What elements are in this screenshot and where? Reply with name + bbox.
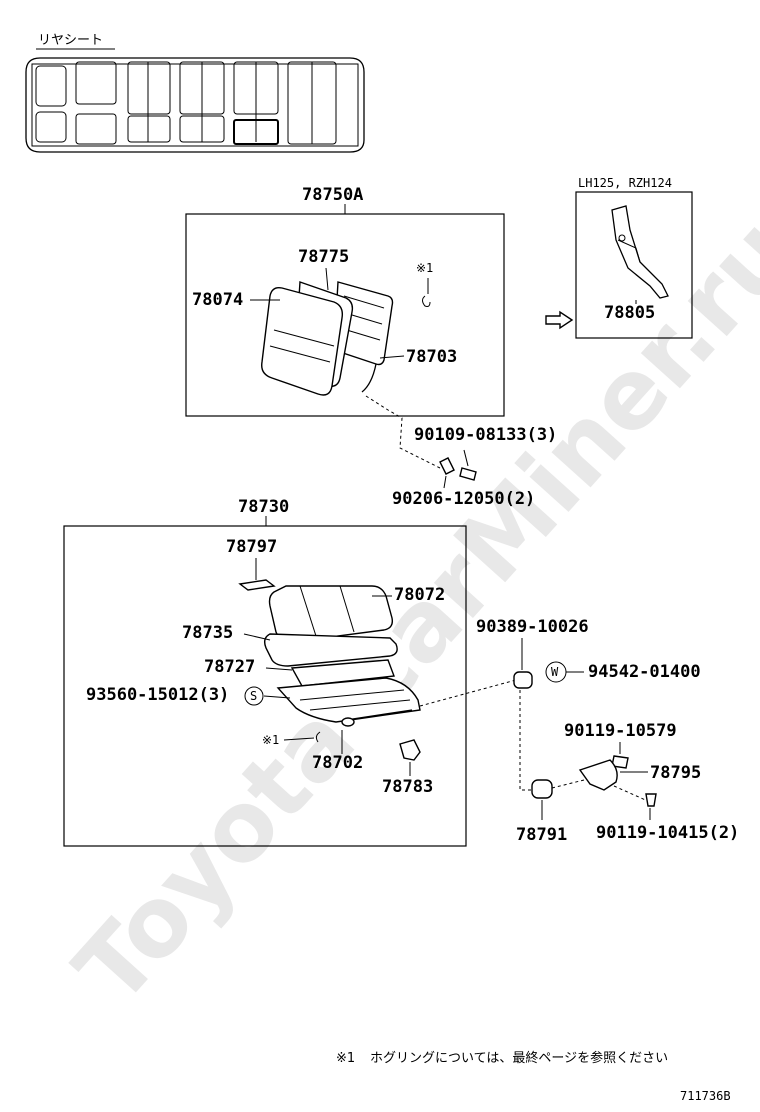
label-78795: 78795 xyxy=(650,763,701,783)
bolt-icon xyxy=(459,467,477,481)
label-78735: 78735 xyxy=(182,623,233,643)
washer-icon xyxy=(439,457,455,475)
label-hogring-top: ※1 xyxy=(416,261,433,275)
label-94542: 94542-01400 xyxy=(588,662,701,682)
label-78074: 78074 xyxy=(192,290,243,310)
label-78702: 78702 xyxy=(312,753,363,773)
label-78703: 78703 xyxy=(406,347,457,367)
assembly-label-78730: 78730 xyxy=(238,497,289,517)
w-mark: W xyxy=(551,665,559,679)
footnote-text: ホグリングについては、最終ページを参照ください xyxy=(370,1050,668,1066)
label-78072: 78072 xyxy=(394,585,445,605)
label-78797: 78797 xyxy=(226,537,277,557)
label-90119a: 90119-10579 xyxy=(564,721,677,741)
label-78775: 78775 xyxy=(298,247,349,267)
label-93560: 93560-15012(3) xyxy=(86,685,229,705)
variant-models: LH125, RZH124 xyxy=(578,176,672,190)
cushion-parts xyxy=(238,579,421,761)
arrow-icon xyxy=(545,310,574,330)
assembly-label-78750A: 78750A xyxy=(302,185,363,205)
page-title: リヤシート xyxy=(38,33,103,48)
label-78805: 78805 xyxy=(604,303,655,323)
assembly-box-78730 xyxy=(63,525,467,847)
label-hogring-bottom: ※1 xyxy=(262,733,279,747)
footnote-mark: ※1 xyxy=(336,1051,355,1066)
label-90389: 90389-10026 xyxy=(476,617,589,637)
label-90119b: 90119-10415(2) xyxy=(596,823,739,843)
variant-box xyxy=(575,191,693,339)
s-mark-circle xyxy=(244,686,264,706)
s-mark: S xyxy=(250,689,257,703)
bracket-78795 xyxy=(578,759,618,791)
drawing-id: 711736B xyxy=(680,1089,731,1103)
bracket-78805 xyxy=(611,205,669,299)
assembly-box-78750A xyxy=(185,213,505,417)
label-78791: 78791 xyxy=(516,825,567,845)
nut-icon xyxy=(513,671,533,689)
label-78783: 78783 xyxy=(382,777,433,797)
label-78727: 78727 xyxy=(204,657,255,677)
screw-icon xyxy=(645,793,657,807)
label-90206: 90206-12050(2) xyxy=(392,489,535,509)
vehicle-seat-map xyxy=(25,57,365,153)
bushing-icon xyxy=(531,779,553,799)
seatback-parts xyxy=(261,281,431,396)
label-90109: 90109-08133(3) xyxy=(414,425,557,445)
